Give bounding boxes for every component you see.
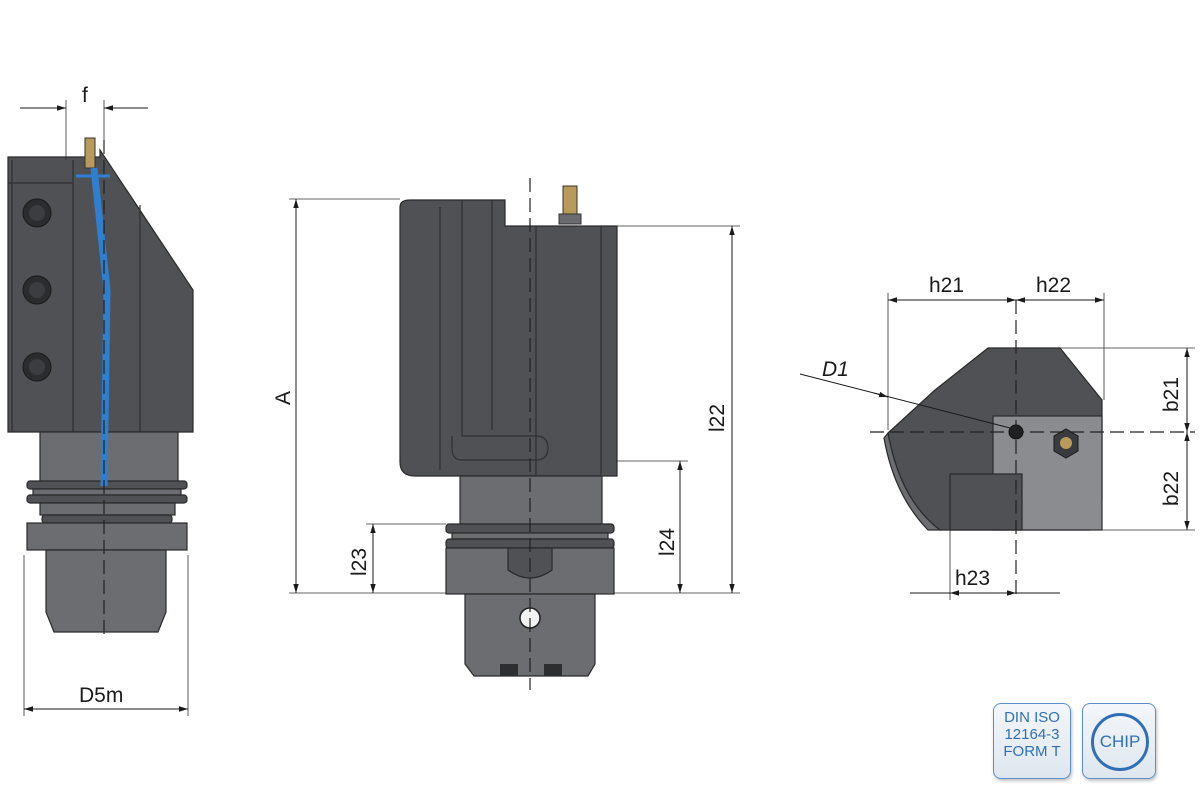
dim-label-l23: l23 — [348, 548, 371, 576]
dim-label-f: f — [82, 84, 88, 107]
dim-label-d5m: D5m — [79, 684, 123, 707]
din-iso-line-1: DIN ISO — [1004, 709, 1060, 726]
chip-label: CHIP — [1099, 732, 1141, 751]
chip-badge: CHIP — [1082, 703, 1156, 779]
din-iso-line-2: 12164-3 — [1004, 726, 1060, 743]
side-view: f D5m — [7, 84, 194, 716]
dim-label-d1: D1 — [822, 358, 849, 381]
dim-label-a: A — [272, 391, 295, 405]
dim-label-b22: b22 — [1160, 471, 1183, 506]
dim-label-h22: h22 — [1036, 274, 1071, 297]
dim-label-h23: h23 — [955, 567, 990, 590]
front-view: A l22 l24 l23 — [272, 178, 740, 690]
top-view: h21 h22 D1 b21 b22 h23 — [799, 274, 1195, 600]
screw-icon — [22, 352, 52, 382]
screw-icon — [22, 275, 52, 305]
front-view-body — [399, 199, 618, 477]
clamp-screw-icon — [1053, 428, 1079, 459]
dim-label-h21: h21 — [929, 274, 964, 297]
dim-label-l22: l22 — [706, 404, 729, 432]
din-iso-line-3: FORM T — [1003, 743, 1061, 760]
dim-label-l24: l24 — [656, 528, 679, 556]
side-view-head-block — [7, 148, 194, 433]
screw-icon — [22, 198, 52, 228]
dim-label-b21: b21 — [1160, 377, 1183, 412]
chip-ring-icon: CHIP — [1091, 713, 1149, 771]
din-iso-badge: DIN ISO 12164-3 FORM T — [993, 703, 1071, 779]
